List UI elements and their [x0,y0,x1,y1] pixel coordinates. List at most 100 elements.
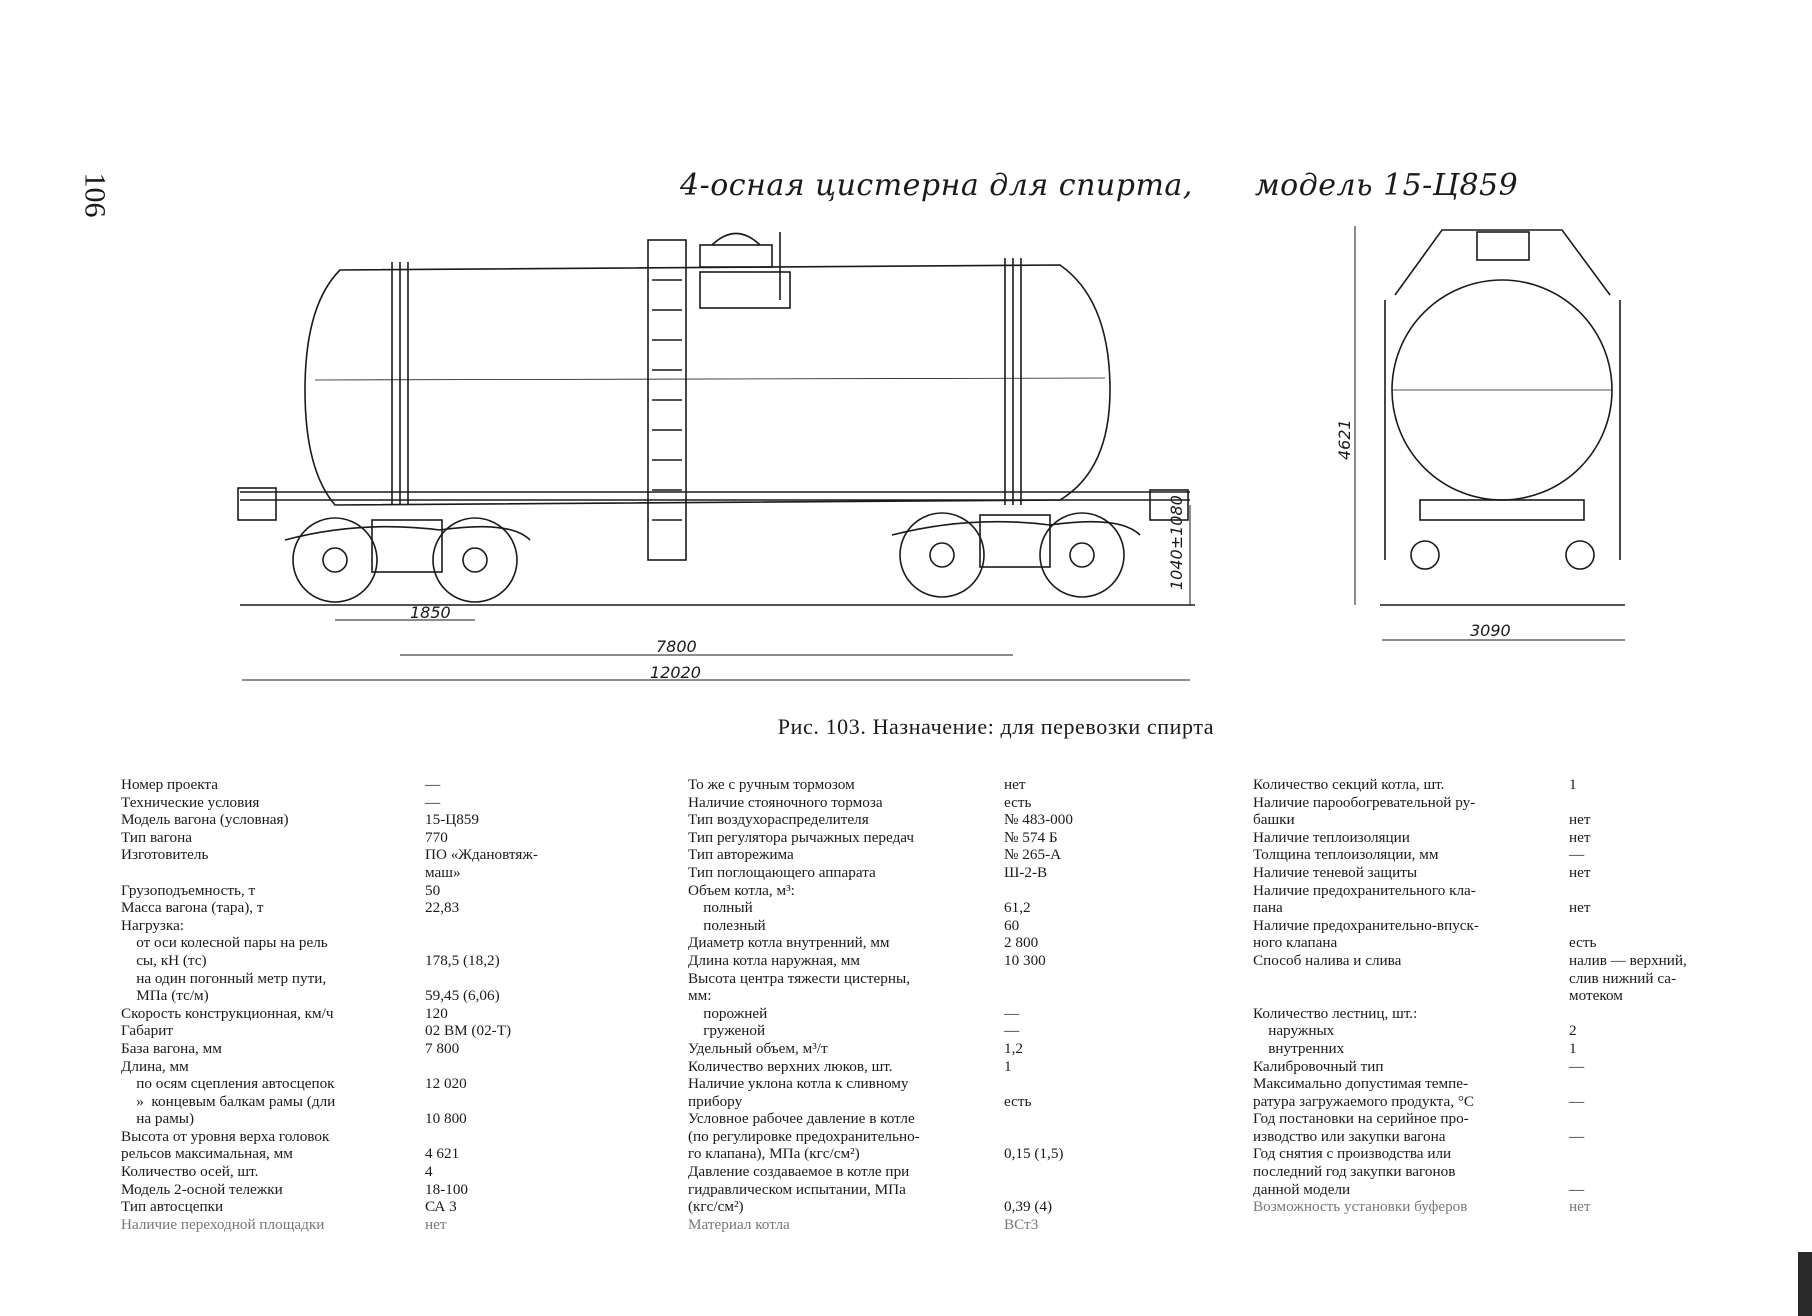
spec-label: Высота центра тяжести цистерны, [688,969,911,987]
spec-value: 1 [1569,1039,1577,1057]
spec-label: МПа (тс/м) [121,987,209,1005]
spec-value: № 483-000 [1004,811,1073,829]
spec-value: маш» [425,863,461,881]
spec-value: 1,2 [1004,1039,1023,1057]
spec-value: 120 [425,1004,448,1022]
spec-label: Тип воздухораспределителя [688,811,869,829]
spec-label: Год постановки на серийное про- [1253,1110,1469,1128]
spec-row: Наличие предохранительно-впуск- [1253,917,1687,935]
spec-value: 02 ВМ (02-Т) [425,1022,512,1040]
spec-value: нет [1569,1198,1591,1216]
spec-row: Тип воздухораспределителя № 483-000 [688,811,1073,829]
spec-value: — [1004,1022,1020,1040]
spec-row: Наличие уклона котла к сливному [688,1075,1073,1093]
spec-row: Наличие предохранительного кла- [1253,882,1687,900]
spec-value: 1 [1004,1057,1012,1075]
spec-value: 2 [1569,1022,1577,1040]
spec-label: ного клапана [1253,934,1338,952]
spec-label: База вагона, мм [121,1039,222,1057]
spec-value: 50 [425,881,441,899]
spec-value: 770 [425,828,448,846]
spec-label: Высота от уровня верха головок [121,1127,330,1145]
spec-row: маш» [121,864,538,882]
spec-label: Нагрузка: [121,916,185,934]
spec-label: башки [1253,811,1295,829]
spec-label: Модель вагона (условная) [121,811,289,829]
spec-label: То же с ручным тормозом [688,776,855,793]
spec-label: Номер проекта [121,776,218,793]
spec-row: Технические условия— [121,794,538,812]
spec-value: 12 020 [425,1075,467,1093]
spec-value: есть [1004,1092,1032,1110]
spec-label: порожней [688,1004,768,1022]
spec-row: Год постановки на серийное про- [1253,1110,1687,1128]
spec-label: Максимально допустимая темпе- [1253,1075,1469,1093]
spec-label: пана [1253,899,1283,917]
spec-row: Высота от уровня верха головок [121,1128,538,1146]
spec-value: 10 800 [425,1110,467,1128]
dim-3090: 3090 [1470,621,1511,640]
spec-row: Условное рабочее давление в котле [688,1110,1073,1128]
spec-value: 0,39 (4) [1004,1198,1053,1216]
spec-label: ратура загружаемого продукта, °С [1253,1092,1475,1110]
spec-row: гидравлическом испытании, МПа [688,1181,1073,1199]
spec-label: Объем котла, м³: [688,881,795,899]
spec-label: Материал котла [688,1215,790,1233]
spec-value: нет [1569,811,1591,829]
tank-car-drawing: 1850 7800 12020 1040±1080 4621 3090 [237,226,1625,682]
spec-label: Удельный объем, м³/т [688,1039,828,1057]
spec-label: Год снятия с производства или [1253,1145,1452,1163]
spec-label [121,864,425,882]
spec-label: Тип поглощающего аппарата [688,863,876,881]
spec-row: изводство или закупки вагона— [1253,1128,1687,1146]
spec-value: есть [1004,793,1032,811]
spec-value: — [1569,1057,1585,1075]
spec-row: Количество лестниц, шт.: [1253,1005,1687,1023]
page-title: 4-осная цистерна для спирта,модель 15-Ц8… [680,168,1518,203]
spec-row: Наличие парообогревательной ру- [1253,794,1687,812]
spec-row: Модель вагона (условная)15-Ц859 [121,811,538,829]
dim-1850: 1850 [410,603,451,622]
spec-label: Наличие стояночного тормоза [688,793,883,811]
spec-label: полезный [688,916,766,934]
spec-label: Модель 2-осной тележки [121,1180,283,1198]
spec-value: Ш-2-В [1004,863,1048,881]
spec-value: нет [1004,776,1026,793]
spec-value: — [425,776,441,793]
spec-label [1253,970,1569,988]
spec-label: (кгс/см²) [688,1198,744,1216]
spec-row: порожней— [688,1005,1073,1023]
spec-row: ратура загружаемого продукта, °С— [1253,1093,1687,1111]
spec-value: нет [425,1215,447,1233]
spec-label: Условное рабочее давление в котле [688,1110,915,1128]
spec-label: Наличие теневой защиты [1253,863,1418,881]
spec-row: от оси колесной пары на рель [121,934,538,952]
spec-row: Максимально допустимая темпе- [1253,1075,1687,1093]
spec-row: последний год закупки вагонов [1253,1163,1687,1181]
spec-label: полный [688,899,753,917]
spec-label: Толщина теплоизоляции, мм [1253,846,1439,864]
spec-label: Наличие предохранительно-впуск- [1253,916,1479,934]
spec-label: груженой [688,1022,766,1040]
spec-label: изводство или закупки вагона [1253,1127,1446,1145]
spec-value: 10 300 [1004,951,1046,969]
dim-12020: 12020 [650,663,701,682]
spec-label: (по регулировке предохранительно- [688,1127,920,1145]
spec-label: внутренних [1253,1039,1345,1057]
spec-label: Наличие переходной площадки [121,1215,325,1233]
spec-value: СА 3 [425,1198,457,1216]
spec-value: слив нижний са- [1569,969,1677,987]
spec-row: Наличие переходной площадки нет [121,1216,538,1234]
spec-row: Год снятия с производства или [1253,1145,1687,1163]
spec-label: Наличие предохранительного кла- [1253,881,1476,899]
spec-row: внутренних 1 [1253,1040,1687,1058]
